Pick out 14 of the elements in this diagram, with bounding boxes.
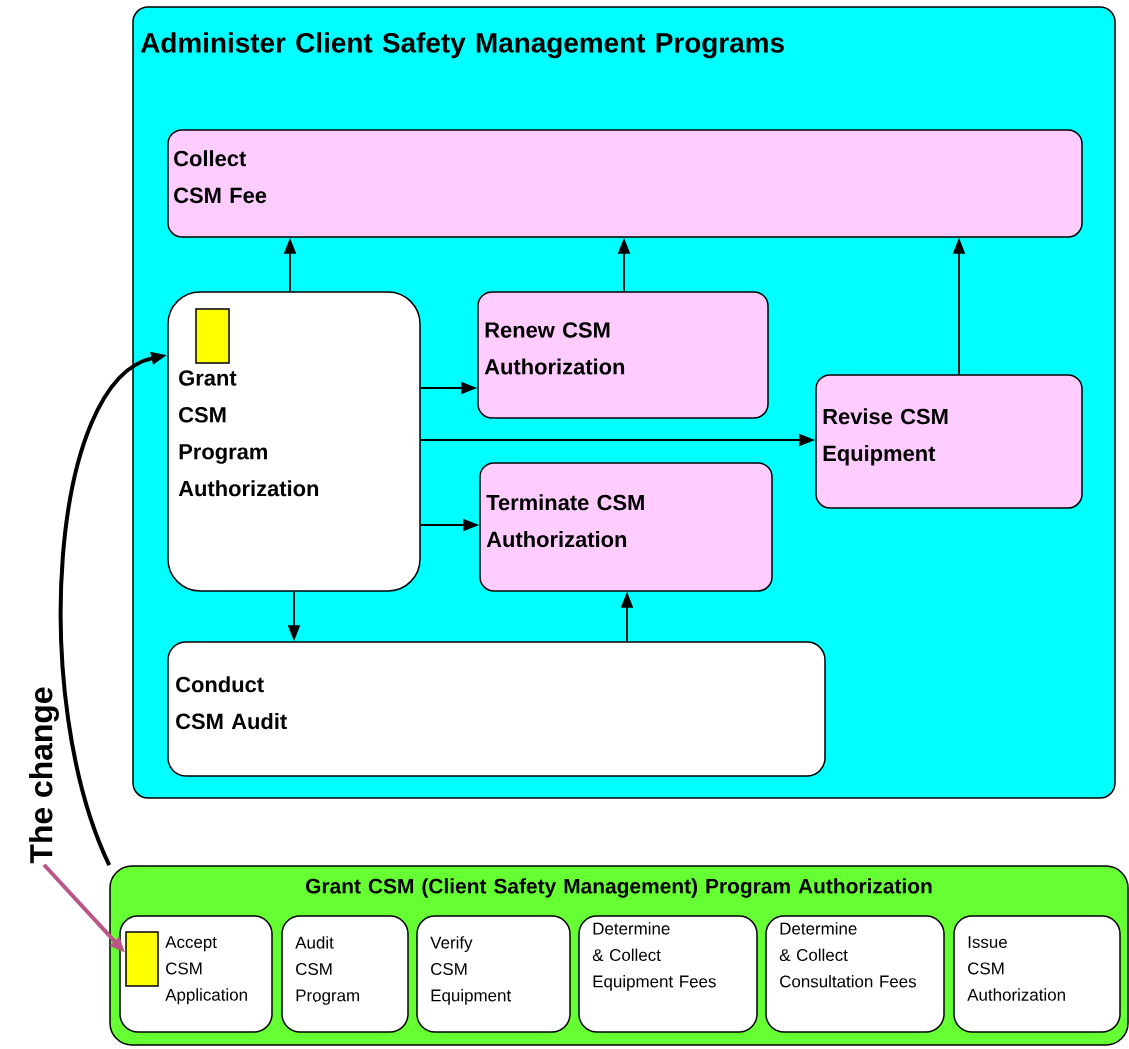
marker-box	[125, 931, 159, 987]
process-box: Revise CSM Equipment	[815, 374, 1083, 509]
process-box: Determine & Collect Equipment Fees	[578, 915, 758, 1033]
marker-box	[195, 308, 230, 364]
process-box: Conduct CSM Audit	[167, 641, 826, 777]
process-box: Terminate CSM Authorization	[479, 462, 773, 592]
process-box: Collect CSM Fee	[167, 129, 1083, 238]
side-label: The change	[29, 687, 59, 864]
process-box: Determine & Collect Consultation Fees	[765, 915, 945, 1033]
process-box: Audit CSM Program	[281, 915, 409, 1033]
process-box: Grant CSM Program Authorization	[167, 291, 421, 592]
process-box: Issue CSM Authorization	[953, 915, 1121, 1033]
process-box: Renew CSM Authorization	[477, 291, 769, 419]
process-box: Verify CSM Equipment	[416, 915, 571, 1033]
